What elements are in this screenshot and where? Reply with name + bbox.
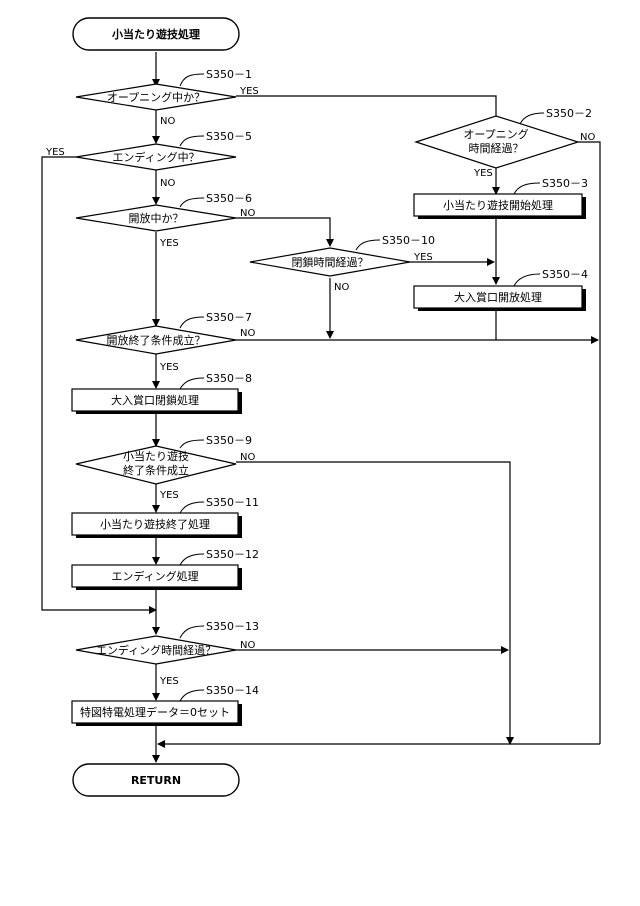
process-p8-text: 大入賞口閉鎖処理 xyxy=(111,393,199,407)
arrow-d1-yes xyxy=(236,96,496,126)
d1-no-label: NO xyxy=(160,116,175,127)
d6-yes-label: YES xyxy=(159,238,179,249)
d2-no-label: NO xyxy=(580,132,595,143)
decision-d2-text-line2: 時間経過？ xyxy=(469,142,524,155)
step-label-s6: S350－6 xyxy=(206,192,252,205)
d13-no-label: NO xyxy=(240,640,255,651)
decision-d1: オープニング中か？ xyxy=(76,84,236,110)
step-label-s8: S350－8 xyxy=(206,372,252,385)
decision-d2: オープニング 時間経過？ xyxy=(416,116,578,168)
decision-d13: エンディング時間経過？ xyxy=(76,636,236,664)
d6-no-label: NO xyxy=(240,208,255,219)
process-p3-text: 小当たり遊技開始処理 xyxy=(443,198,553,212)
line-d2-no-rail xyxy=(578,142,600,744)
step-label-s1: S350－1 xyxy=(206,68,252,81)
decision-d9-text-line2: 終了条件成立 xyxy=(123,463,189,477)
decision-d7: 開放終了条件成立？ xyxy=(76,326,236,354)
step-label-s12: S350－12 xyxy=(206,548,259,561)
decision-d10-text: 閉鎖時間経過？ xyxy=(292,255,369,269)
process-p12-text: エンディング処理 xyxy=(111,569,198,583)
step-labels: S350－1 S350－2 S350－3 S350－4 S350－5 S350－… xyxy=(180,68,592,701)
decision-d5: エンディング中？ xyxy=(76,144,236,170)
process-p14-text: 特図特電処理データ＝0セット xyxy=(80,705,230,719)
start-terminal: 小当たり遊技処理 xyxy=(73,18,239,50)
decision-d10: 閉鎖時間経過？ xyxy=(250,248,410,276)
process-p11: 小当たり遊技終了処理 xyxy=(72,513,242,538)
process-p8: 大入賞口閉鎖処理 xyxy=(72,389,242,414)
end-label: RETURN xyxy=(131,774,181,787)
step-label-s2: S350－2 xyxy=(546,107,592,120)
start-label: 小当たり遊技処理 xyxy=(111,27,200,41)
decision-d2-text-line1: オープニング xyxy=(463,127,528,141)
step-label-s4: S350－4 xyxy=(542,268,588,281)
process-p4: 大入賞口開放処理 xyxy=(414,286,586,311)
decision-d13-text: エンディング時間経過？ xyxy=(96,643,216,657)
process-p11-text: 小当たり遊技終了処理 xyxy=(100,517,210,531)
decision-d7-text: 開放終了条件成立？ xyxy=(107,333,206,347)
d10-no-label: NO xyxy=(334,282,349,293)
process-p3: 小当たり遊技開始処理 xyxy=(414,194,586,219)
step-label-s13: S350－13 xyxy=(206,620,259,633)
decision-d6-text: 開放中か？ xyxy=(129,211,184,225)
arrow-d6-no xyxy=(236,218,330,246)
branch-labels: YES NO NO YES YES NO NO YES YES NO NO YE… xyxy=(45,86,595,687)
d1-yes-label: YES xyxy=(239,86,259,97)
step-label-s5: S350－5 xyxy=(206,130,252,143)
d9-yes-label: YES xyxy=(159,490,179,501)
d10-yes-label: YES xyxy=(413,252,433,263)
d7-no-label: NO xyxy=(240,328,255,339)
d9-no-label: NO xyxy=(240,452,255,463)
decision-d1-text: オープニング中か？ xyxy=(107,90,205,104)
d13-yes-label: YES xyxy=(159,676,179,687)
decision-d9: 小当たり遊技 終了条件成立 xyxy=(76,446,236,484)
step-label-s14: S350－14 xyxy=(206,684,259,697)
process-p4-text: 大入賞口開放処理 xyxy=(454,290,542,304)
process-p12: エンディング処理 xyxy=(72,565,242,590)
step-label-s9: S350－9 xyxy=(206,434,252,447)
d5-yes-label: YES xyxy=(45,147,65,158)
decision-d9-text-line1: 小当たり遊技 xyxy=(123,449,189,463)
d5-no-label: NO xyxy=(160,178,175,189)
process-p14: 特図特電処理データ＝0セット xyxy=(72,701,242,726)
decision-d6: 開放中か？ xyxy=(76,205,236,231)
arrow-d9-no xyxy=(236,462,510,744)
step-label-s10: S350－10 xyxy=(382,234,435,247)
d7-yes-label: YES xyxy=(159,362,179,373)
end-terminal: RETURN xyxy=(73,764,239,796)
step-label-s7: S350－7 xyxy=(206,311,252,324)
step-label-s3: S350－3 xyxy=(542,177,588,190)
decision-d5-text: エンディング中？ xyxy=(112,150,199,164)
step-label-s11: S350－11 xyxy=(206,496,259,509)
d2-yes-label: YES xyxy=(473,168,493,179)
